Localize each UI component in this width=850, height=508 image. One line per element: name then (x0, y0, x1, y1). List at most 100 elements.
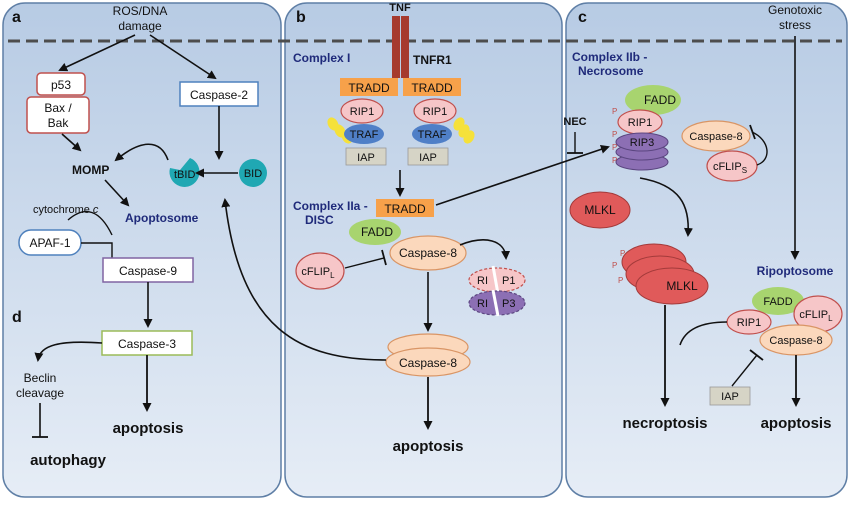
rip1-right-label: RIP1 (423, 106, 447, 118)
arrow-caspase8-to-rip-cleavage (459, 239, 511, 260)
arrow-momp-to-apoptosome (104, 179, 130, 207)
rip3-cleaved-label-b: P3 (502, 298, 515, 310)
nec-label: NEC (563, 116, 586, 128)
traf-left-label: TRAF (350, 129, 379, 141)
arrow-ros-to-p53 (58, 34, 136, 72)
arrow-caspase3-to-beclin (34, 341, 103, 362)
tradd-right (403, 78, 461, 96)
necroptosis-label: necroptosis (622, 415, 707, 432)
caspase8-disc (389, 235, 467, 271)
caspase3-label: Caspase-3 (118, 337, 176, 351)
panel-a-letter: a (12, 9, 21, 26)
inhibit-cflip-to-caspase8 (344, 257, 385, 269)
traf-right (412, 124, 452, 144)
rip3-stack-1 (615, 132, 669, 152)
fadd-necrosome-label: FADD (644, 93, 676, 107)
arrow-necrosome-to-mlkl (639, 177, 693, 237)
traf-right-label: TRAF (418, 129, 447, 141)
tradd-disc-label: TRADD (384, 202, 426, 216)
rip3-cleaved-label-a: RI (477, 298, 488, 310)
genotoxic-label-line1: Genotoxic (768, 3, 822, 17)
arrow-complex2a-to-necrosome (435, 144, 610, 206)
p-rip1: P (612, 107, 617, 116)
rip1-ripoptosome-label: RIP1 (737, 317, 761, 329)
tnfr1-label: TNFR1 (413, 53, 452, 67)
fadd-ripoptosome-label: FADD (763, 296, 792, 308)
mlkl-oligomer-1 (635, 267, 709, 305)
cytochrome-curve (67, 210, 113, 236)
rip3-cleavage-cut (491, 289, 500, 317)
inhibit-cflip-bar (381, 249, 387, 266)
cflip-s-necrosome (706, 150, 758, 182)
complex2a-label-line1: Complex IIa - (293, 199, 368, 213)
rip3-necrosome-label: RIP3 (630, 137, 654, 149)
bax-bak-label-line2: Bak (48, 116, 70, 130)
cytochrome-label: cytochrome c (33, 204, 99, 216)
tbid-label: tBID (174, 169, 195, 181)
inhibit-iap-bar (749, 349, 764, 361)
fadd-disc-label: FADD (361, 225, 393, 239)
p-mlkl-1: P (620, 249, 625, 258)
caspase8-active-label: Caspase-8 (399, 356, 457, 370)
mlkl-monomer (569, 191, 631, 229)
arrow-bax-to-momp (61, 133, 82, 152)
iap-ripoptosome-label: IAP (721, 391, 739, 403)
caspase8-necrosome (681, 120, 751, 152)
inhibit-cflip-s-to-caspase8 (751, 131, 768, 166)
fadd-necrosome (625, 85, 681, 115)
tradd-right-label: TRADD (411, 81, 453, 95)
cflip-s-necrosome-label: cFLIPS (713, 161, 747, 175)
panel-c-letter: c (578, 9, 587, 26)
tradd-disc (376, 199, 434, 217)
caspase8-disc-label: Caspase-8 (399, 246, 457, 260)
p53-box (36, 72, 86, 96)
tnf-label: TNF (389, 2, 411, 14)
momp-label: MOMP (72, 163, 109, 177)
cflip-l-disc-label: cFLIPL (301, 266, 335, 280)
beclin-label-line1: Beclin (24, 371, 57, 385)
p-rip3-3: P (612, 156, 617, 165)
caspase8-active-front (385, 347, 471, 377)
rip1-necrosome-label: RIP1 (628, 117, 652, 129)
rip1-cleaved-label-b: P1 (502, 275, 515, 287)
iap-left (345, 147, 387, 166)
tnfr1-receptor-right (401, 16, 409, 78)
apoptosis-b-label: apoptosis (393, 438, 464, 455)
bax-bak-box (26, 96, 90, 134)
inhibit-cflip-s-bar (749, 124, 756, 140)
inhibit-iap-line (731, 354, 758, 387)
arrow-ros-to-caspase2 (149, 34, 217, 80)
tradd-left (340, 78, 398, 96)
complex2a-label-line2: DISC (305, 213, 334, 227)
bax-bak-label-line1: Bax / (44, 101, 72, 115)
mlkl-monomer-label: MLKL (584, 203, 616, 217)
bid-label: BID (244, 168, 262, 180)
iap-left-label: IAP (357, 152, 375, 164)
p-rip3-1: P (612, 130, 617, 139)
rip1-cleavage-cut (491, 265, 500, 295)
panel-b-letter: b (296, 9, 306, 26)
cflip-l-disc (295, 252, 345, 290)
p-mlkl-2: P (612, 261, 617, 270)
ros-label-line2: damage (118, 19, 162, 33)
iap-ripoptosome (709, 386, 751, 406)
caspase9-box (102, 257, 194, 283)
caspase9-label: Caspase-9 (119, 264, 177, 278)
complex2b-label-line1: Complex IIb - (572, 50, 647, 64)
rip1-cleaved-label-a: RI (477, 275, 488, 287)
caspase8-ripoptosome-label: Caspase-8 (769, 335, 822, 347)
apaf1-label: APAF-1 (29, 236, 70, 250)
ros-label-line1: ROS/DNA (113, 4, 168, 18)
rip1-left-label: RIP1 (350, 106, 374, 118)
apoptosis-c-label: apoptosis (761, 415, 832, 432)
caspase8-necrosome-label: Caspase-8 (689, 131, 742, 143)
apoptosome-label: Apoptosome (125, 211, 199, 225)
complex1-label: Complex I (293, 51, 350, 65)
arrow-tbid-to-momp (114, 143, 169, 162)
genotoxic-label-line2: stress (779, 18, 811, 32)
ripoptosome-label: Ripoptosome (757, 264, 834, 278)
p53-label: p53 (51, 78, 71, 92)
mlkl-oligomer-label: MLKL (666, 279, 698, 293)
tradd-left-label: TRADD (348, 81, 390, 95)
